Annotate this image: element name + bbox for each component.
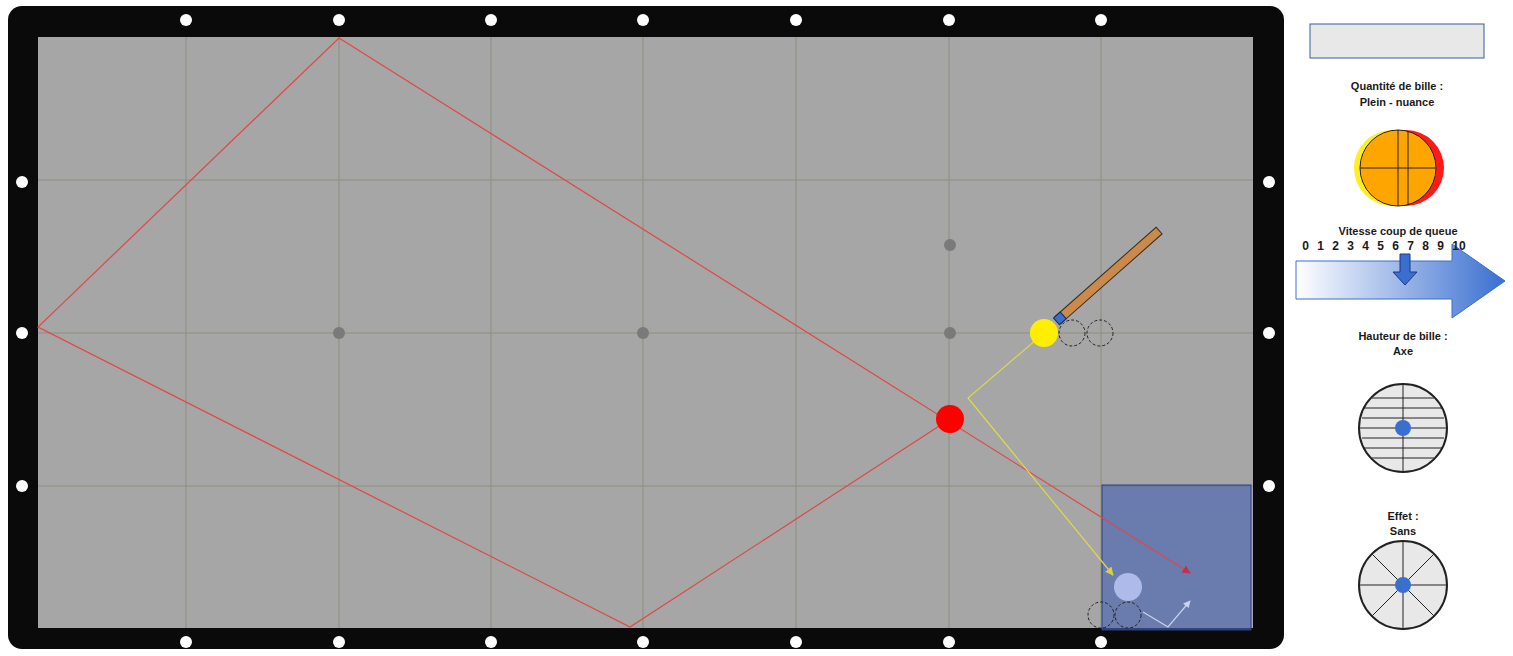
setting-value: Axe [1393,344,1413,358]
spot-dots-part [944,327,956,339]
diamond-dots-part [943,14,955,26]
spot-dots-part [637,327,649,339]
diamond-dots-part [16,480,28,492]
spin-icon-part [1372,554,1434,616]
setting-title: Effet : [1387,509,1418,523]
diamond-dots-part [1095,14,1107,26]
diamond-dots-part [180,14,192,26]
speed-arrow-part [1393,254,1417,285]
cue-stick-part [1054,312,1067,325]
speed-arrow-part [1296,244,1505,318]
table-frame-part [8,6,1284,649]
diamond-dots-part [333,636,345,648]
setting-title: Hauteur de bille : [1358,329,1447,343]
setting-value: Plein - nuance [1360,95,1435,109]
grid-lines-part [38,486,1253,487]
setting-value: Sans [1390,524,1416,538]
balls-part [1030,319,1058,347]
diamond-dots-part [180,636,192,648]
diamond-dots-part [16,327,28,339]
diamond-dots-part [1263,176,1275,188]
diamond-dots-part [485,636,497,648]
diamond-dots-part [1095,636,1107,648]
table-frame [8,6,1284,649]
diamond-dots-part [637,14,649,26]
balls [936,319,1058,433]
diamond-dots-part [790,14,802,26]
ghost-balls-part [1059,320,1085,346]
spin-icon-part [1372,554,1434,616]
setting-title: Vitesse coup de queue [1338,224,1457,238]
ghost-balls-part [1088,602,1114,628]
red-ball-path [38,38,1190,627]
height-icon [1359,384,1447,472]
ball-quantity-icon-part [1360,130,1436,206]
height-icon-part [1359,384,1447,472]
grid-lines-part [38,180,1253,181]
diamond-dots-part [1263,327,1275,339]
spot-dots-part [944,239,956,251]
table-frame-part [38,37,1253,628]
cue-ball-path-part [968,333,1113,575]
ghost-balls-part [1087,320,1113,346]
setting-title: Quantité de bille : [1351,79,1443,93]
final-ball [1114,573,1190,627]
final-ball-part [1143,601,1190,627]
final-ball-part [1114,573,1142,601]
cue-ball-path [968,333,1113,575]
balls-part [936,405,964,433]
cue-stick-part [1055,227,1162,323]
spot-dots [333,239,956,339]
cue-stick [1054,227,1163,325]
spin-icon [1359,541,1447,629]
red-ball-path-part [38,38,1190,627]
ghost-balls-part [1115,602,1141,628]
ghost-balls [1059,320,1141,628]
spin-icon-part [1359,541,1447,629]
diamond-dots-part [16,176,28,188]
height-icon-part [1395,420,1411,436]
spot-dots-part [333,327,345,339]
ball-quantity-icon-part [1360,168,1436,169]
diamond-dots-part [485,14,497,26]
ball-quantity-icon [1354,130,1444,206]
diamond-dots-part [333,14,345,26]
speed-arrow [1296,244,1505,318]
diamond-dots-part [1263,480,1275,492]
diamond-dots [16,14,1275,648]
diamond-dots-part [790,636,802,648]
target-zone [1102,485,1251,630]
spin-icon-part [1395,577,1411,593]
diamond-dots-part [943,636,955,648]
ball-quantity-icon-part [1408,131,1409,205]
grid-lines [38,37,1253,628]
title-box [1310,24,1484,58]
diamond-dots-part [637,636,649,648]
speed-scale: 0 1 2 3 4 5 6 7 8 9 10 [1302,239,1465,253]
